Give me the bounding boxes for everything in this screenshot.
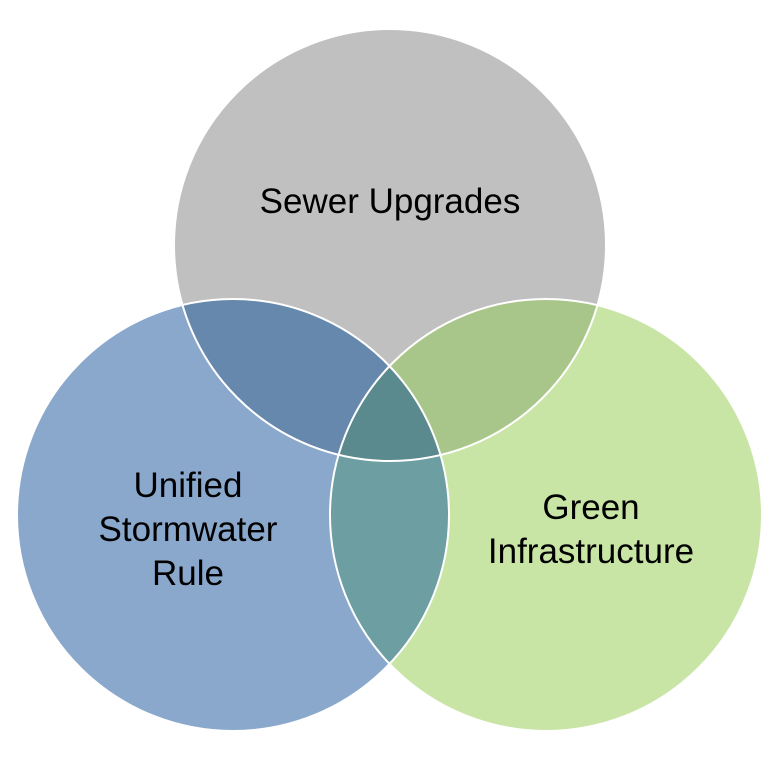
- overlap-sewer-green: [330, 299, 606, 461]
- stormwater-label-line3: Rule: [152, 554, 224, 593]
- stormwater-label-line2: Stormwater: [99, 510, 278, 549]
- stormwater-label-line1: Unified: [134, 466, 243, 505]
- overlap-sewer-stormwater: [174, 299, 449, 461]
- green-label-line2: Infrastructure: [488, 532, 694, 571]
- green-label-line1: Green: [542, 488, 639, 527]
- sewer-upgrades-label: Sewer Upgrades: [260, 182, 521, 221]
- circle-outlines: [16, 28, 763, 732]
